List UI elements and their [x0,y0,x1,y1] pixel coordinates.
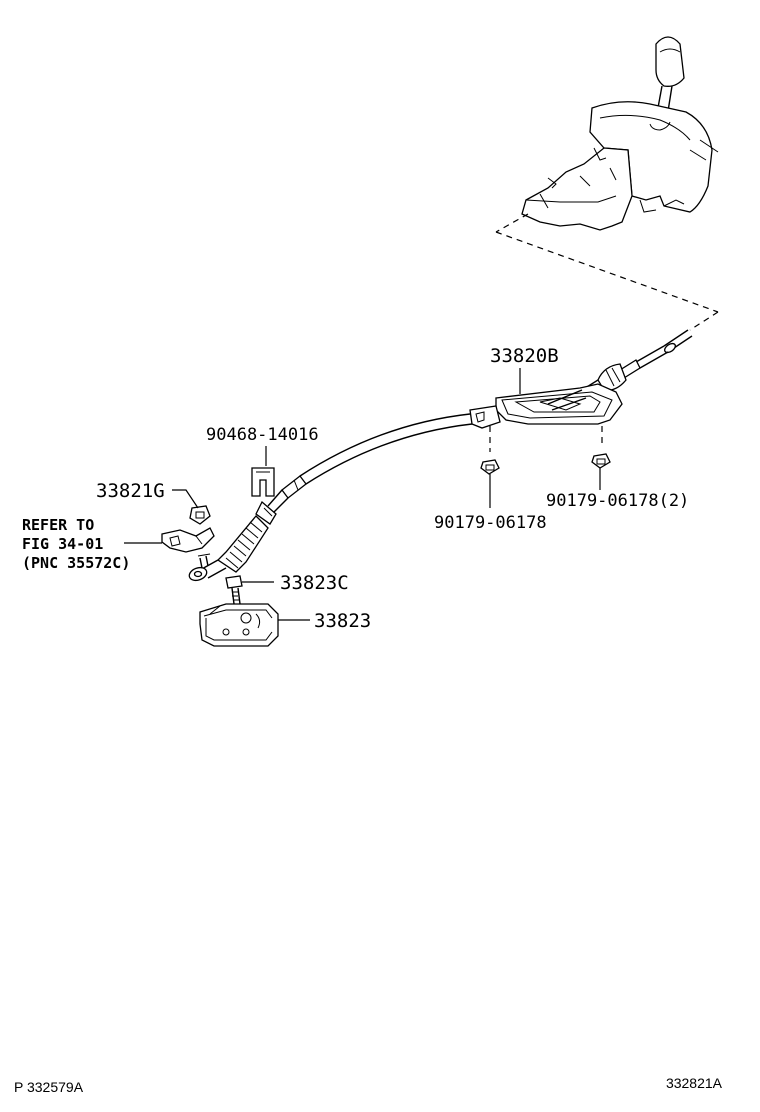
bracket-33823 [199,603,279,647]
leader-lines [124,368,601,621]
footer-left-code: P 332579A [14,1079,84,1095]
footer-right-code: 332821A [666,1075,723,1091]
nut-90179-right [591,426,611,469]
label-90179-06178-2: 90179-06178(2) [546,491,689,511]
nut-33821G [189,505,211,525]
reference-line-3: (PNC 35572C) [22,554,130,572]
bracket-plate-33820B [469,383,623,429]
cable-end-lower [188,500,277,582]
nut-90179-left [480,426,500,475]
label-90468-14016: 90468-14016 [206,425,319,445]
label-33820B: 33820B [490,345,559,367]
reference-line-2: FIG 34-01 [22,535,103,553]
shift-lever-assembly [521,36,719,231]
shift-cable [267,413,473,513]
label-90179-06178: 90179-06178 [434,513,547,533]
bolt-33823C [225,575,243,605]
dashed-connection [495,213,719,331]
label-33823: 33823 [314,610,371,632]
reference-bracket [161,527,215,553]
label-33821G: 33821G [96,480,165,502]
reference-line-1: REFER TO [22,516,94,534]
label-33823C: 33823C [280,572,349,594]
clip-90468 [251,467,275,497]
